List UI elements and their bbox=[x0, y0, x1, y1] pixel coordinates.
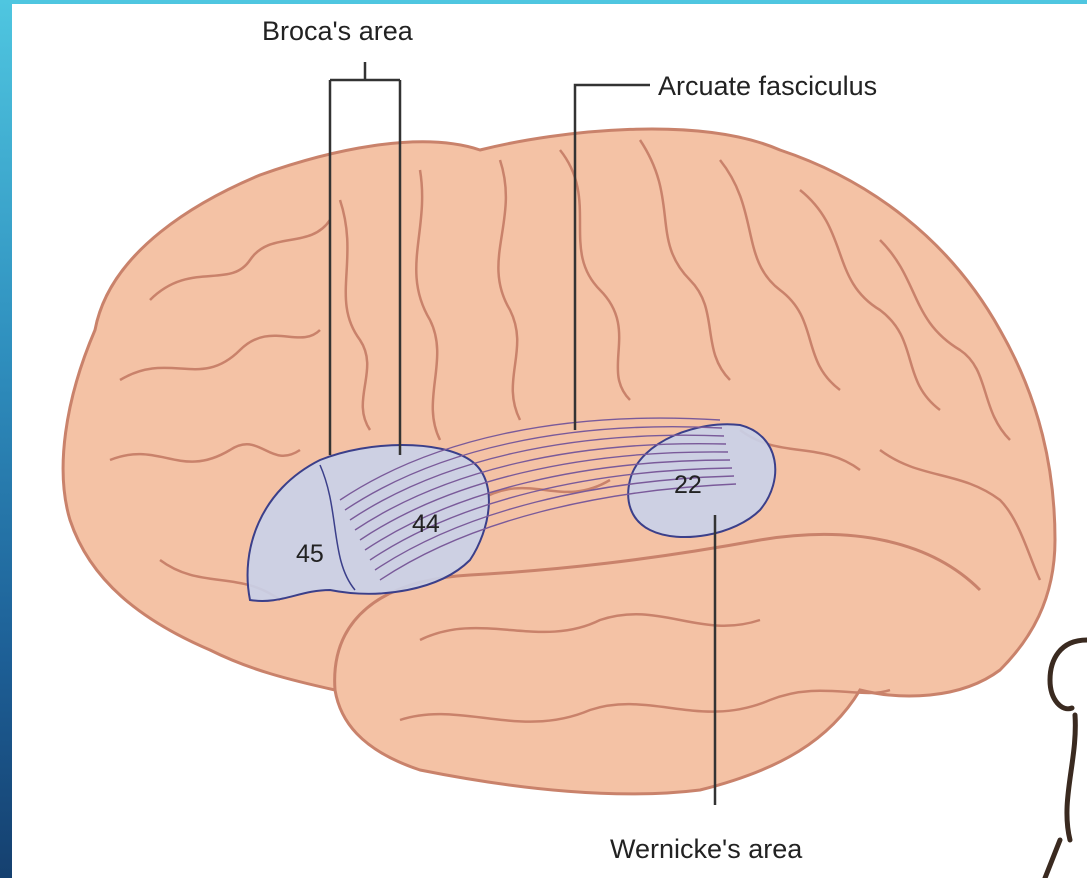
broca-label: Broca's area bbox=[262, 16, 414, 46]
area-45-label: 45 bbox=[296, 540, 324, 568]
wernicke-label: Wernicke's area bbox=[610, 834, 803, 864]
area-22-label: 22 bbox=[674, 471, 702, 499]
arcuate-label: Arcuate fasciculus bbox=[658, 71, 877, 101]
area-44-label: 44 bbox=[412, 510, 440, 538]
